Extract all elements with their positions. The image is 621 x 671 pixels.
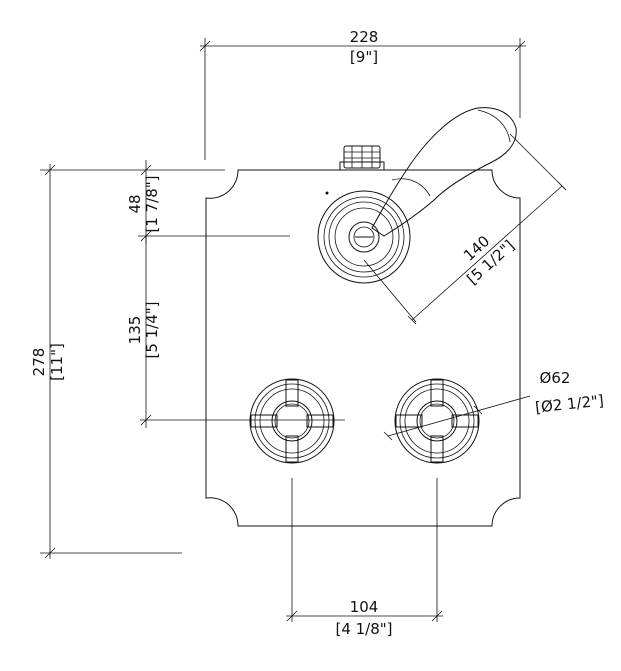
diverter-valve [317, 190, 411, 284]
valve-spacing-vertical-mm-label: 135 [126, 316, 144, 345]
knob-diameter-dimension: Ø62 [Ø2 1/2"] [383, 369, 605, 441]
lever-handle [371, 107, 517, 237]
width-dimension: 228 [9"] [199, 28, 526, 160]
trim-plate [205, 169, 521, 527]
valve-spacing-horizontal-dimension: 104 [4 1/8"] [286, 478, 443, 638]
right-cross-valve [394, 378, 480, 464]
width-mm-label: 228 [350, 28, 379, 46]
knob-diameter-inch-label: [Ø2 1/2"] [534, 391, 604, 416]
width-inch-label: [9"] [350, 48, 378, 66]
height-mm-label: 278 [30, 348, 48, 377]
valve-spacing-horizontal-mm-label: 104 [350, 598, 379, 616]
left-cross-valve [249, 378, 335, 464]
knob-diameter-mm-label: Ø62 [540, 369, 571, 387]
valve-spacing-vertical-inch-label: [5 1/4"] [143, 301, 161, 358]
valve-spacing-horizontal-inch-label: [4 1/8"] [335, 620, 392, 638]
height-dimension: 278 [11"] [30, 164, 225, 559]
top-offset-dimension: 48 [1 7/8"] [126, 160, 290, 244]
height-inch-label: [11"] [48, 343, 66, 381]
top-offset-mm-label: 48 [126, 194, 144, 213]
top-fitting [339, 145, 385, 171]
top-offset-inch-label: [1 7/8"] [143, 175, 161, 232]
valve-spacing-vertical-dimension: 135 [5 1/4"] [126, 236, 345, 428]
